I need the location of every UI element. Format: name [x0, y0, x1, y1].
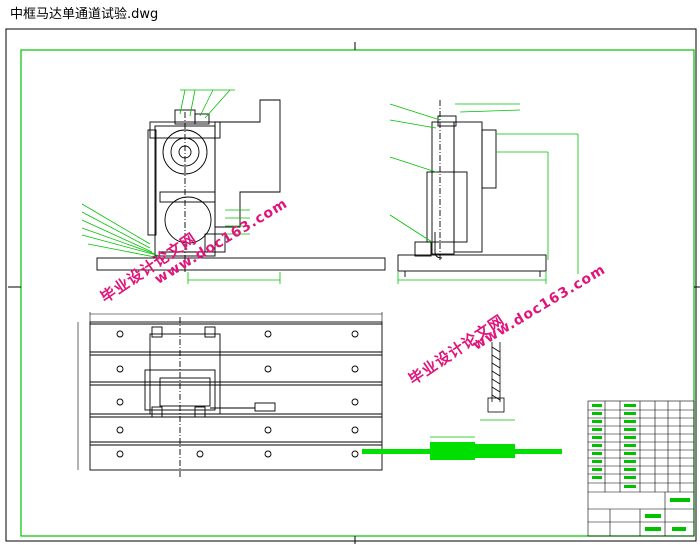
side-view-dimensions [389, 103, 579, 284]
cad-drawing [5, 28, 700, 544]
front-view [96, 99, 386, 272]
sheet-inner-border [20, 49, 695, 537]
title-block-fills [592, 404, 690, 531]
window-titlebar: 中框马达单通道试验.dwg [0, 0, 700, 23]
detail-spring [480, 342, 515, 421]
sheet-outer-frame [5, 28, 697, 542]
green-shaft-part [362, 436, 562, 460]
front-base-plate [96, 257, 386, 271]
front-view-dimensions [81, 89, 281, 284]
side-view [397, 100, 547, 277]
top-view [89, 317, 383, 477]
drawing-canvas[interactable]: www.doc163.com 毕业设计论文网 www.doc163.com 毕业… [0, 22, 700, 545]
top-view-table [89, 321, 383, 471]
title-block [587, 400, 695, 537]
top-view-dimensions [77, 312, 383, 470]
side-base-plate [397, 254, 547, 272]
window-title: 中框马达单通道试验.dwg [10, 7, 159, 22]
